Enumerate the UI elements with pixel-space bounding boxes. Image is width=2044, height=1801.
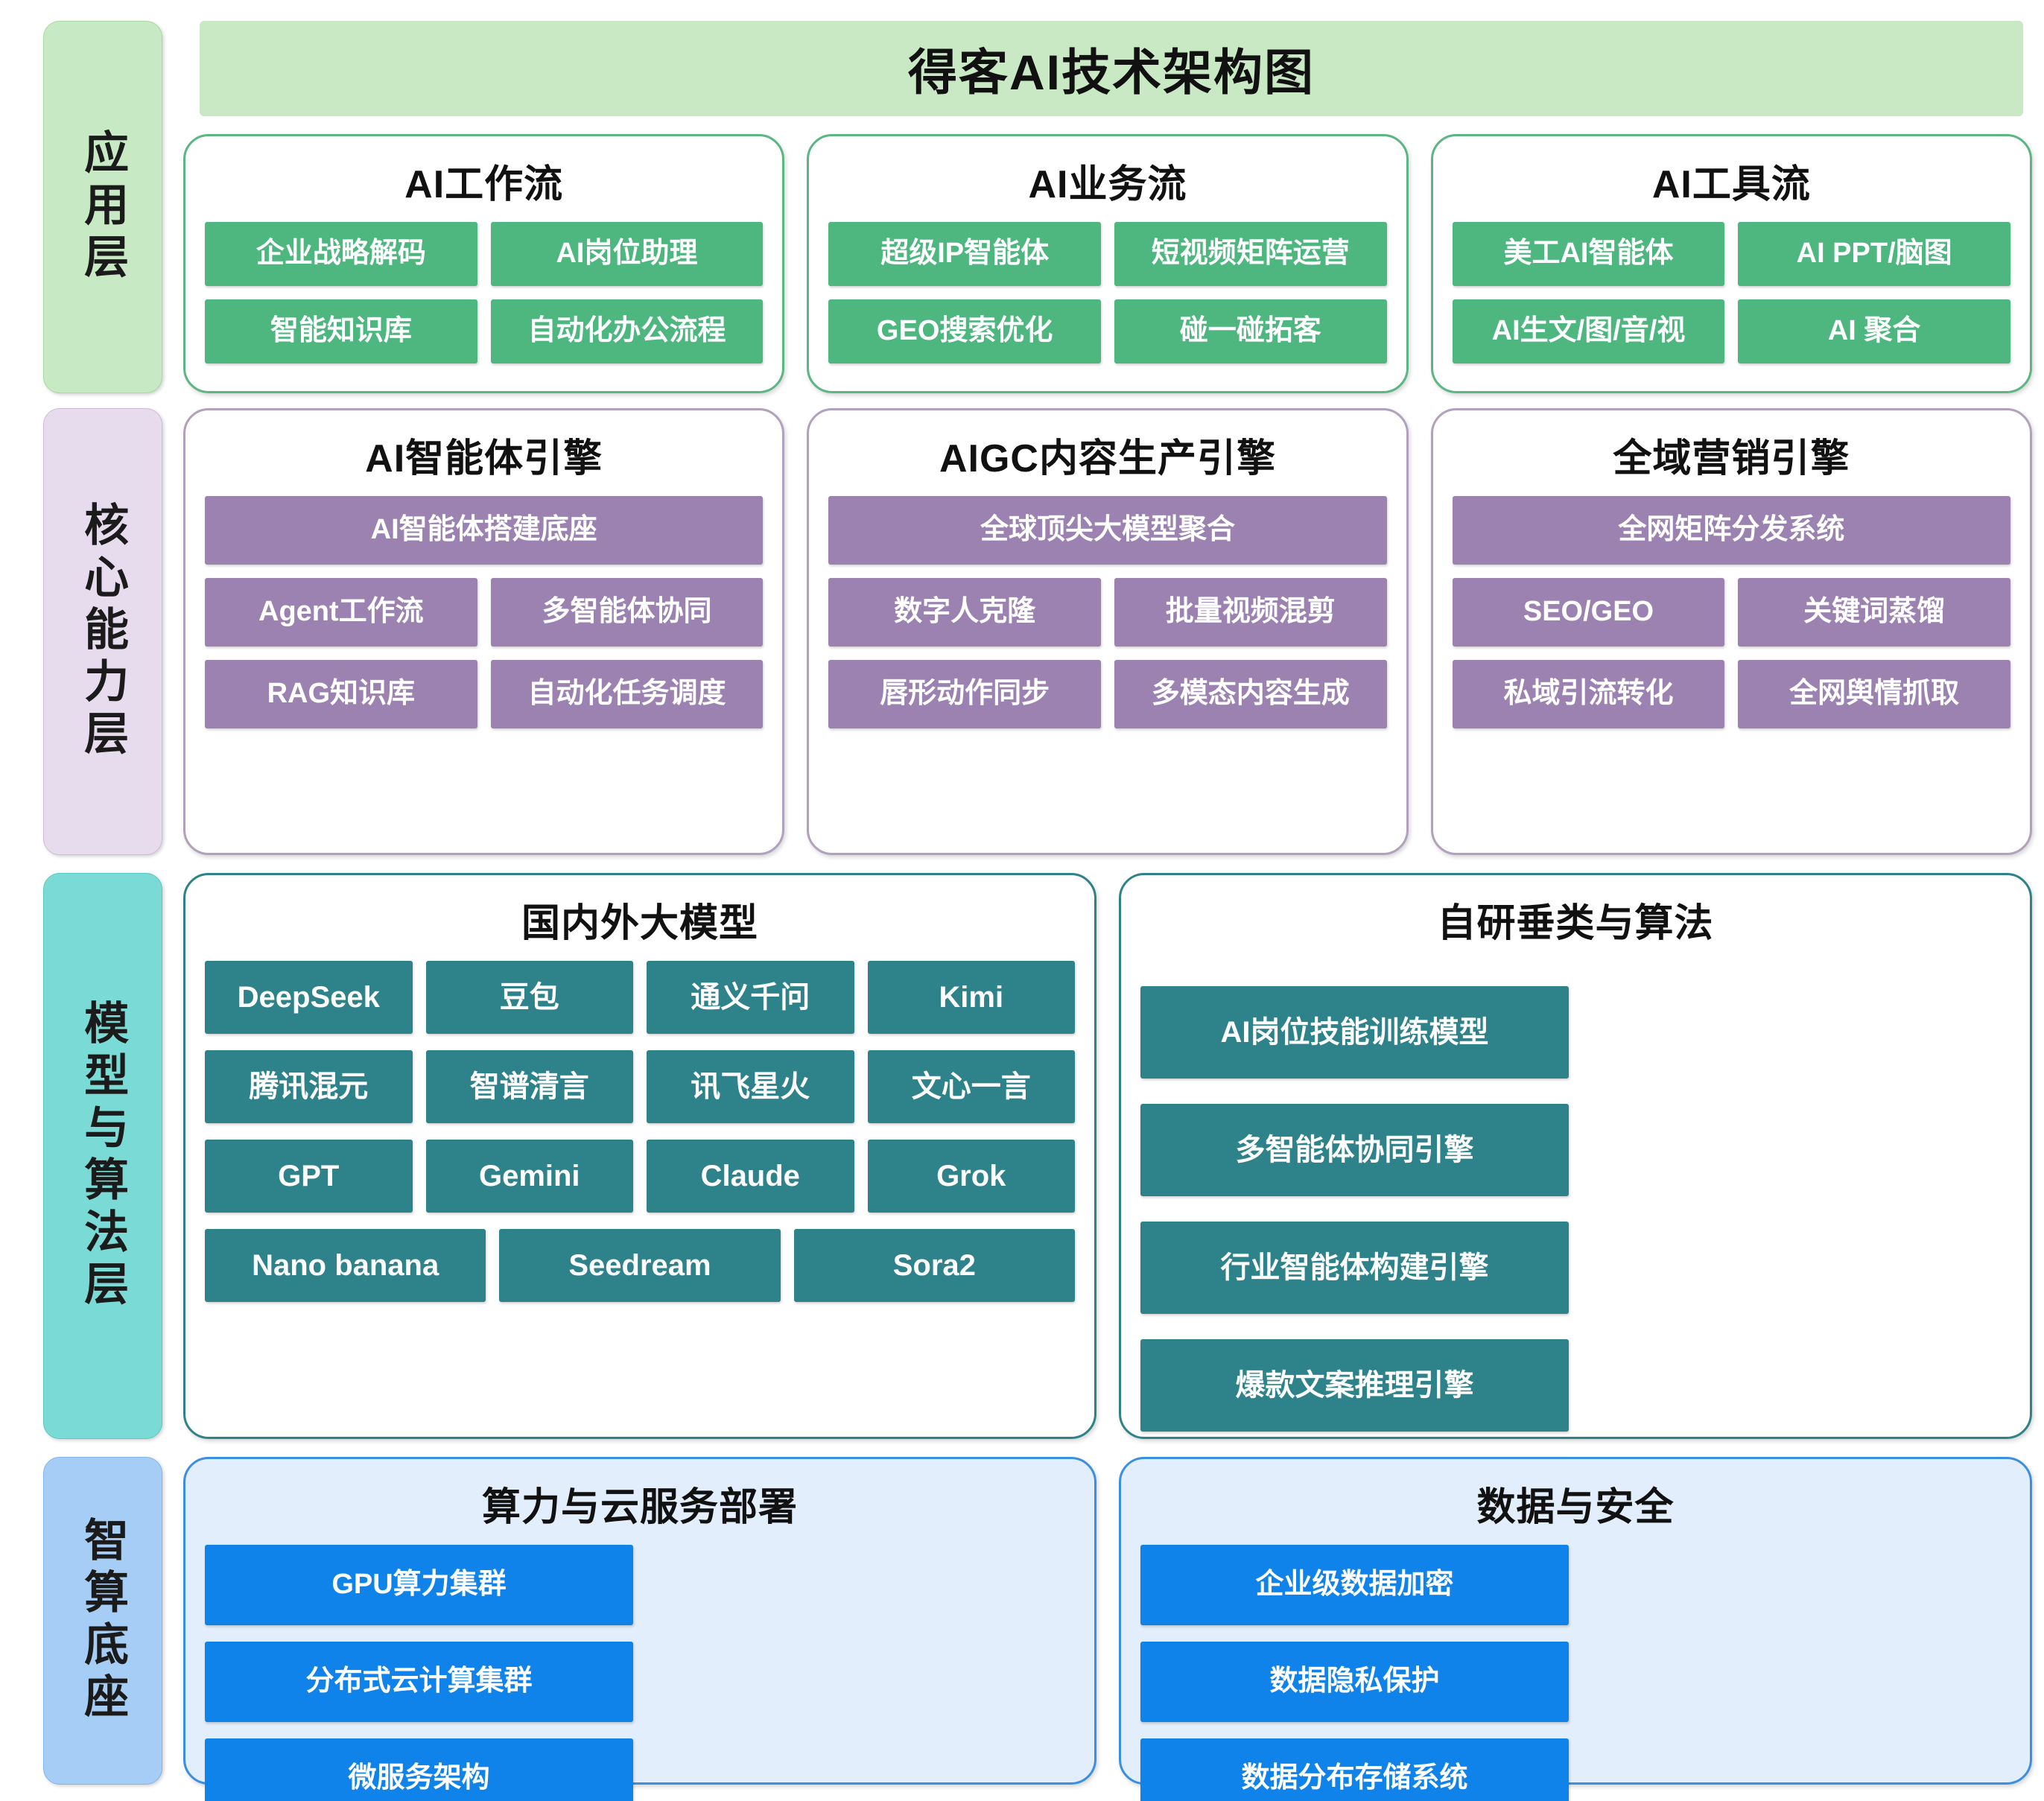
- tile-item[interactable]: Agent工作流: [205, 578, 477, 647]
- tile-item[interactable]: 多智能体协同引擎: [1140, 1104, 1569, 1196]
- tile-item[interactable]: 全网矩阵分发系统: [1452, 496, 2010, 565]
- tile-item[interactable]: 分布式云计算集群: [205, 1642, 633, 1722]
- tile-item[interactable]: 碰一碰拓客: [1114, 299, 1387, 363]
- tile-grid: DeepSeek 豆包 通义千问 Kimi 腾讯混元 智谱清言 讯飞星火 文心一…: [205, 961, 1075, 1302]
- layer-infrastructure: 智算底座 算力与云服务部署 GPU算力集群 分布式云计算集群 微服务架构 弹性伸…: [0, 1457, 2044, 1801]
- card-proprietary-algorithms[interactable]: 自研垂类与算法 AI岗位技能训练模型 多智能体协同引擎 行业智能体构建引擎 爆款…: [1119, 873, 2032, 1667]
- tile-item[interactable]: 讯飞星火: [647, 1050, 854, 1123]
- tile-item[interactable]: 通义千问: [647, 961, 854, 1034]
- tile-item[interactable]: AI智能体搭建底座: [205, 496, 764, 565]
- tile-item[interactable]: AI PPT/脑图: [1738, 222, 2010, 286]
- layer-core-capability-cards: AI智能体引擎 AI智能体搭建底座 Agent工作流 多智能体协同 RAG知识库…: [183, 408, 2044, 855]
- tile-item[interactable]: Seedream: [499, 1229, 781, 1302]
- layer-label-text: 应用层: [77, 129, 128, 285]
- tile-item[interactable]: 数据隐私保护: [1140, 1642, 1569, 1722]
- card-ai-agent-engine[interactable]: AI智能体引擎 AI智能体搭建底座 Agent工作流 多智能体协同 RAG知识库…: [183, 408, 785, 855]
- layer-model-algorithm-cards: 国内外大模型 DeepSeek 豆包 通义千问 Kimi 腾讯混元 智谱清言 讯…: [183, 873, 2044, 1667]
- layer-label-text: 模型与算法层: [77, 1000, 128, 1312]
- tile-item[interactable]: 短视频矩阵运营: [1114, 222, 1387, 286]
- tile-item[interactable]: AI生文/图/音/视: [1452, 299, 1725, 363]
- tile-item[interactable]: 唇形动作同步: [828, 660, 1101, 728]
- tile-item[interactable]: 超级IP智能体: [828, 222, 1101, 286]
- tile-grid: GPU算力集群 分布式云计算集群 微服务架构 弹性伸缩服务: [205, 1545, 1075, 1801]
- tile-grid: 全网矩阵分发系统 SEO/GEO 关键词蒸馏 私域引流转化 全网舆情抓取: [1452, 496, 2010, 728]
- card-ai-workflow[interactable]: AI工作流 企业战略解码 AI岗位助理 智能知识库 自动化办公流程: [183, 134, 785, 393]
- tile-item[interactable]: 智谱清言: [425, 1050, 633, 1123]
- card-title: AIGC内容生产引擎: [939, 437, 1276, 480]
- card-title: 自研垂类与算法: [1437, 902, 1714, 945]
- tile-item[interactable]: DeepSeek: [205, 961, 413, 1034]
- tile-item[interactable]: 关键词蒸馏: [1738, 578, 2010, 647]
- layer-label-model-algorithm: 模型与算法层: [43, 873, 162, 1439]
- tile-item[interactable]: 全网舆情抓取: [1738, 660, 2010, 728]
- tile-item[interactable]: 企业级数据加密: [1140, 1545, 1569, 1625]
- tile-grid: AI智能体搭建底座 Agent工作流 多智能体协同 RAG知识库 自动化任务调度: [205, 496, 764, 728]
- tile-item[interactable]: 自动化办公流程: [490, 299, 764, 363]
- layer-label-text: 核心能力层: [77, 501, 128, 762]
- card-title: 数据与安全: [1476, 1486, 1675, 1529]
- tile-grid: 企业级数据加密 数据隐私保护 数据分布存储系统 向量数据库: [1140, 1545, 2010, 1801]
- tile-item[interactable]: Nano banana: [205, 1229, 486, 1302]
- card-title: 国内外大模型: [521, 902, 758, 945]
- card-title: AI业务流: [1028, 163, 1187, 206]
- tile-item[interactable]: Claude: [647, 1140, 854, 1213]
- tile-item[interactable]: GPT: [205, 1140, 413, 1213]
- layer-core-capability: 核心能力层 AI智能体引擎 AI智能体搭建底座 Agent工作流 多智能体协同 …: [0, 408, 2044, 855]
- tile-grid: 企业战略解码 AI岗位助理 智能知识库 自动化办公流程: [205, 222, 764, 363]
- tile-grid: 全球顶尖大模型聚合 数字人克隆 批量视频混剪 唇形动作同步 多模态内容生成: [828, 496, 1387, 728]
- tile-item[interactable]: 爆款文案推理引擎: [1140, 1339, 1569, 1432]
- tile-item[interactable]: GPU算力集群: [205, 1545, 633, 1625]
- tile-item[interactable]: RAG知识库: [205, 660, 477, 728]
- tile-item[interactable]: 豆包: [425, 961, 633, 1034]
- card-foundation-models[interactable]: 国内外大模型 DeepSeek 豆包 通义千问 Kimi 腾讯混元 智谱清言 讯…: [183, 873, 1096, 1439]
- tile-item[interactable]: Grok: [867, 1140, 1075, 1213]
- card-title: AI智能体引擎: [365, 437, 603, 480]
- card-compute-cloud[interactable]: 算力与云服务部署 GPU算力集群 分布式云计算集群 微服务架构 弹性伸缩服务: [183, 1457, 1096, 1801]
- layer-infrastructure-cards: 算力与云服务部署 GPU算力集群 分布式云计算集群 微服务架构 弹性伸缩服务 数…: [183, 1457, 2044, 1801]
- card-ai-business-flow[interactable]: AI业务流 超级IP智能体 短视频矩阵运营 GEO搜索优化 碰一碰拓客: [807, 134, 1409, 393]
- tile-item[interactable]: 多模态内容生成: [1114, 660, 1387, 728]
- tile-item[interactable]: AI 聚合: [1738, 299, 2010, 363]
- tile-item[interactable]: 行业智能体构建引擎: [1140, 1222, 1569, 1314]
- tile-item[interactable]: 自动化任务调度: [490, 660, 764, 728]
- card-omni-marketing-engine[interactable]: 全域营销引擎 全网矩阵分发系统 SEO/GEO 关键词蒸馏 私域引流转化 全网舆…: [1430, 408, 2032, 855]
- tile-item[interactable]: 批量视频混剪: [1114, 578, 1387, 647]
- layer-application-cards: AI工作流 企业战略解码 AI岗位助理 智能知识库 自动化办公流程 AI业务流 …: [183, 134, 2044, 393]
- layer-label-core-capability: 核心能力层: [43, 408, 162, 855]
- card-title: 全域营销引擎: [1613, 437, 1850, 480]
- layer-label-text: 智算底座: [77, 1516, 128, 1725]
- tile-grid: 超级IP智能体 短视频矩阵运营 GEO搜索优化 碰一碰拓客: [828, 222, 1387, 363]
- tile-item[interactable]: AI岗位助理: [490, 222, 764, 286]
- tile-item[interactable]: 美工AI智能体: [1452, 222, 1725, 286]
- tile-item[interactable]: SEO/GEO: [1452, 578, 1725, 647]
- tile-item[interactable]: 腾讯混元: [205, 1050, 413, 1123]
- tile-item[interactable]: Kimi: [867, 961, 1075, 1034]
- layer-label-infrastructure: 智算底座: [43, 1457, 162, 1785]
- tile-grid: 美工AI智能体 AI PPT/脑图 AI生文/图/音/视 AI 聚合: [1452, 222, 2010, 363]
- tile-item[interactable]: 全球顶尖大模型聚合: [828, 496, 1387, 565]
- card-title: AI工具流: [1651, 163, 1811, 206]
- card-aigc-content-engine[interactable]: AIGC内容生产引擎 全球顶尖大模型聚合 数字人克隆 批量视频混剪 唇形动作同步…: [807, 408, 1409, 855]
- card-title: AI工作流: [404, 163, 564, 206]
- tile-item[interactable]: GEO搜索优化: [828, 299, 1101, 363]
- diagram-title: 得客AI技术架构图: [908, 45, 1315, 100]
- card-title: 算力与云服务部署: [481, 1486, 798, 1529]
- tile-item[interactable]: 私域引流转化: [1452, 660, 1725, 728]
- tile-item[interactable]: 数字人克隆: [828, 578, 1101, 647]
- tile-item[interactable]: 多智能体协同: [490, 578, 764, 647]
- diagram-title-band: 得客AI技术架构图: [200, 21, 2023, 116]
- layer-label-application: 应用层: [43, 21, 162, 393]
- tile-item[interactable]: Gemini: [425, 1140, 633, 1213]
- tile-item[interactable]: 企业战略解码: [205, 222, 477, 286]
- tile-item[interactable]: Sora2: [793, 1229, 1075, 1302]
- tile-item[interactable]: 文心一言: [867, 1050, 1075, 1123]
- layer-application: 应用层 AI工作流 企业战略解码 AI岗位助理 智能知识库 自动化办公流程 AI…: [0, 21, 2044, 393]
- tile-item[interactable]: AI岗位技能训练模型: [1140, 986, 1569, 1079]
- tile-item[interactable]: 微服务架构: [205, 1738, 633, 1801]
- card-data-security[interactable]: 数据与安全 企业级数据加密 数据隐私保护 数据分布存储系统 向量数据库: [1119, 1457, 2032, 1801]
- card-ai-tool-flow[interactable]: AI工具流 美工AI智能体 AI PPT/脑图 AI生文/图/音/视 AI 聚合: [1430, 134, 2032, 393]
- tile-item[interactable]: 数据分布存储系统: [1140, 1738, 1569, 1801]
- layer-model-algorithm: 模型与算法层 国内外大模型 DeepSeek 豆包 通义千问 Kimi 腾讯混元…: [0, 873, 2044, 1667]
- tile-item[interactable]: 智能知识库: [205, 299, 477, 363]
